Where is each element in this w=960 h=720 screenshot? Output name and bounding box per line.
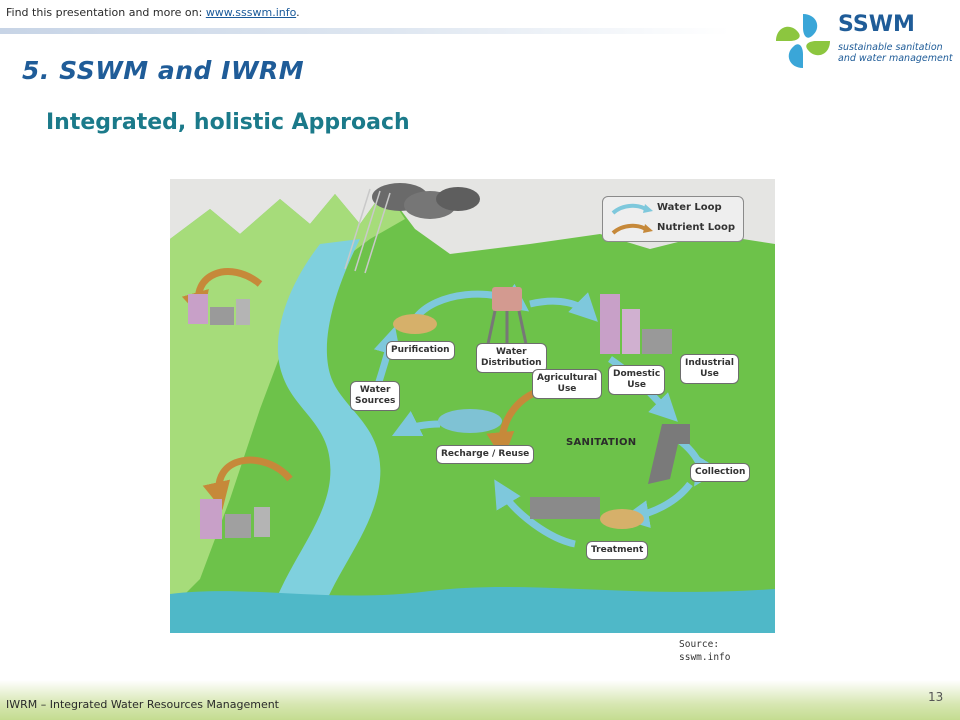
label-domestic-use: Domestic Use [608, 365, 666, 395]
sswm-logo: SSWM sustainable sanitation and water ma… [772, 10, 953, 72]
logo-tagline: sustainable sanitation and water managem… [838, 42, 958, 64]
label-water-sources: Water Sources [350, 381, 401, 411]
treatment-unit-icon [530, 497, 600, 519]
note-prefix: Find this presentation and more on: [6, 6, 206, 19]
label-water-sources-line-2: Sources [355, 396, 396, 406]
recharge-pond-icon [438, 409, 502, 433]
source-line-1: Source: [679, 639, 720, 650]
nutrient-loop-arrow-icon [611, 223, 653, 235]
label-industrial-use-line-2: Use [700, 369, 719, 379]
water-loop-diagram: Water Loop Nutrient Loop Purification Wa… [170, 179, 775, 633]
purification-tank-icon [393, 314, 437, 334]
slide-title: 5. SSWM and IWRM [22, 56, 305, 85]
diagram-legend: Water Loop Nutrient Loop [602, 196, 744, 242]
footer-band [0, 680, 960, 720]
label-water-distribution-line-1: Water [496, 347, 527, 357]
label-purification: Purification [386, 341, 455, 360]
slide-subtitle: Integrated, holistic Approach [46, 110, 410, 135]
note-suffix: . [296, 6, 300, 19]
label-agricultural-use: Agricultural Use [532, 369, 603, 399]
label-treatment: Treatment [586, 541, 649, 560]
water-tower-icon [486, 287, 528, 345]
label-domestic-use-line-1: Domestic [613, 369, 661, 379]
rain-cloud [344, 183, 480, 274]
label-sanitation: SANITATION [566, 437, 637, 448]
label-collection: Collection [690, 463, 751, 482]
village-bottom-icon [200, 499, 270, 539]
label-agricultural-use-line-1: Agricultural [537, 373, 598, 383]
legend-water-loop: Water Loop [657, 202, 722, 213]
presentation-note: Find this presentation and more on: www.… [6, 6, 300, 19]
collection-pipe-icon [648, 424, 690, 484]
website-link[interactable]: www.ssswm.info [205, 6, 297, 19]
footer-text: IWRM – Integrated Water Resources Manage… [6, 698, 279, 711]
city-buildings-icon [600, 294, 672, 354]
water-loop-arrow-icon [611, 203, 653, 215]
image-source: Source: sswm.info [679, 638, 730, 664]
label-agricultural-use-line-2: Use [557, 384, 577, 394]
label-domestic-use-line-2: Use [627, 380, 646, 390]
header-rule [0, 28, 730, 34]
diagram-illustration [170, 179, 775, 633]
treatment-tank-icon [600, 509, 644, 529]
label-water-distribution: Water Distribution [476, 343, 547, 373]
label-industrial-use-line-1: Industrial [685, 358, 734, 368]
village-top-icon [188, 294, 250, 325]
page-number: 13 [928, 690, 944, 704]
logo-wordmark: SSWM [838, 12, 915, 37]
legend-nutrient-loop: Nutrient Loop [657, 222, 736, 233]
label-industrial-use: Industrial Use [680, 354, 739, 384]
label-water-sources-line-1: Water [359, 385, 391, 395]
logo-tagline-line-1: sustainable sanitation [838, 42, 943, 53]
sswm-logo-icon [774, 12, 832, 70]
label-water-distribution-line-2: Distribution [481, 358, 542, 368]
source-line-2: sswm.info [679, 652, 731, 663]
label-recharge-reuse: Recharge / Reuse [436, 445, 535, 464]
logo-tagline-line-2: and water management [838, 53, 953, 64]
